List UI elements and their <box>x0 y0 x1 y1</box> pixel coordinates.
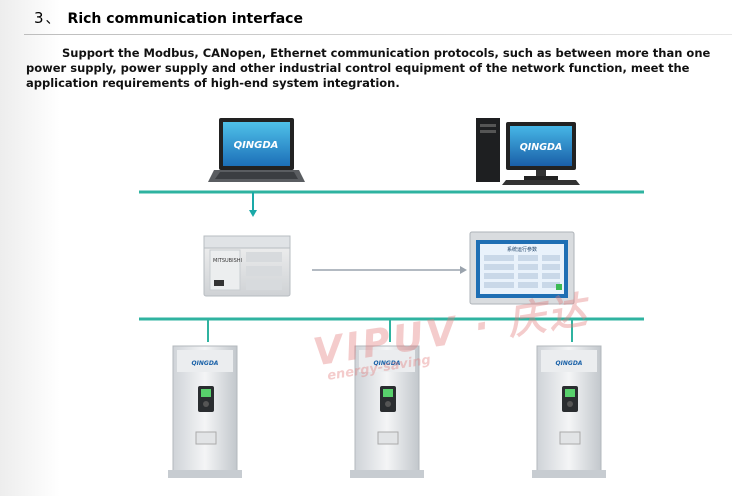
drive-logo: QINGDA <box>374 360 401 367</box>
left-shade <box>0 0 60 496</box>
bus-to-plc-arrow <box>249 192 257 217</box>
section-number: 3 <box>34 9 44 27</box>
laptop-icon: QINGDA <box>208 118 305 182</box>
desktop-pc-icon: QINGDA <box>476 118 580 185</box>
drive-logo: QINGDA <box>192 360 219 367</box>
section-description: Support the Modbus, CANopen, Ethernet co… <box>26 46 711 90</box>
plc-controller-icon: MITSUBISHI <box>203 235 291 297</box>
bottom-network-bus <box>139 317 644 342</box>
section-separator: 、 <box>45 11 60 27</box>
section-heading: 3 、 Rich communication interface <box>34 8 303 28</box>
laptop-screen-brand: QINGDA <box>234 140 279 151</box>
heading-rule <box>24 34 732 35</box>
power-supply-unit-2: QINGDA <box>350 345 424 478</box>
desktop-screen-brand: QINGDA <box>520 142 563 153</box>
power-supply-unit-3: QINGDA <box>532 345 606 478</box>
power-supply-unit-1: QINGDA <box>168 345 242 478</box>
plc-brand: MITSUBISHI <box>213 258 242 264</box>
section-title: Rich communication interface <box>67 11 303 27</box>
plc-to-hmi-link <box>312 266 467 274</box>
hmi-panel-icon: 系统运行参数 <box>469 231 575 305</box>
drive-logo: QINGDA <box>556 360 583 367</box>
hmi-title: 系统运行参数 <box>507 246 537 253</box>
